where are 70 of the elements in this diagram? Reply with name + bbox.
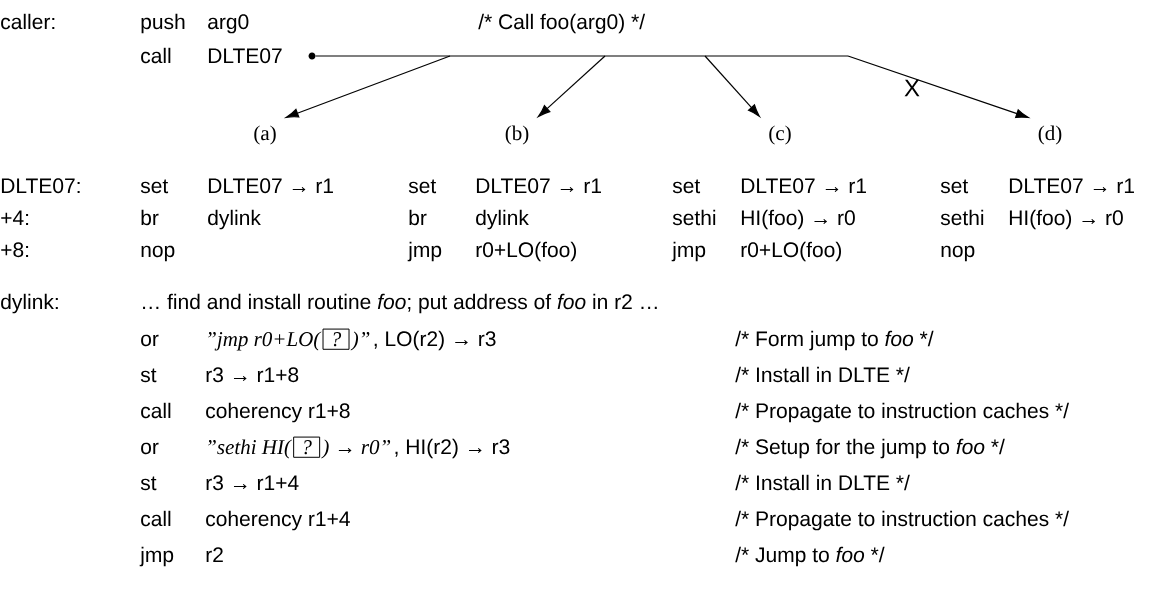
code-text: set (408, 179, 437, 194)
row-label: dylink: (1, 293, 58, 314)
code-text: , HI(r2) → r3 (395, 438, 510, 459)
code-text: set (672, 179, 701, 194)
code-text: DLTE07 → r1 (741, 178, 866, 194)
code-text: ”sethi HI( (208, 439, 293, 459)
case-label: (d) (1038, 125, 1062, 145)
code-text: )” (350, 331, 370, 351)
code-text: call (141, 47, 171, 64)
arrow (537, 55, 606, 117)
code-text: st (140, 368, 157, 383)
code-text: dylink (476, 209, 529, 230)
code-text: or (141, 442, 159, 455)
code-text: or (141, 334, 159, 347)
code-text: DLTE07 (208, 48, 282, 64)
line (315, 55, 849, 57)
code-text: ”jmp r0+LO( (208, 331, 322, 351)
row-label: +4: (1, 210, 29, 225)
arrow (847, 55, 1029, 118)
code-comment: /* Form jump to foo */ (735, 330, 934, 351)
row-label: +8: (1, 242, 29, 258)
code-text: jmp (139, 546, 174, 567)
placeholder-box: ? (322, 328, 350, 350)
code-comment: /* Call foo(arg0) */ (478, 13, 646, 34)
code-text: dylink (208, 209, 261, 230)
code-text: HI(foo) → r0 (1009, 209, 1123, 230)
case-label: (b) (505, 125, 529, 145)
code-text: set (940, 179, 969, 194)
code-text: coherency r1+4 (206, 510, 350, 531)
code-text: r0+LO(foo) (476, 241, 577, 262)
code-text: jmp (407, 241, 442, 262)
code-text: ) → r0” (321, 439, 391, 459)
code-comment: /* Install in DLTE */ (735, 366, 910, 383)
code-text: call (141, 510, 171, 527)
code-text: r3 → r1+4 (206, 475, 299, 491)
code-text: call (141, 402, 171, 419)
code-text: DLTE07 → r1 (208, 178, 333, 194)
edge-label: X (904, 79, 920, 97)
arrow (704, 55, 760, 117)
code-text: , LO(r2) → r3 (374, 330, 496, 351)
case-label: (a) (254, 125, 276, 145)
code-comment: /* Install in DLTE */ (735, 474, 910, 491)
arrow (285, 55, 451, 118)
code-text: DLTE07 → r1 (476, 178, 601, 194)
code-comment: /* Setup for the jump to foo */ (735, 438, 1005, 459)
code-comment: /* Propagate to instruction caches */ (735, 510, 1069, 531)
code-text: coherency r1+8 (206, 402, 350, 423)
code-text: push (141, 13, 185, 34)
placeholder-box: ? (293, 436, 321, 458)
row-label: caller: (1, 13, 55, 30)
code-comment: /* Propagate to instruction caches */ (735, 402, 1069, 423)
code-text: set (140, 179, 169, 194)
code-comment: /* Jump to foo */ (735, 546, 885, 567)
code-text: HI(foo) → r0 (741, 209, 855, 230)
code-text: DLTE07 → r1 (1009, 178, 1134, 194)
code-note: … find and install routine foo; put address of foo in r2 … (143, 293, 657, 314)
code-text: r2 (206, 547, 223, 562)
code-text: sethi (940, 209, 984, 226)
code-text: jmp (671, 241, 706, 262)
code-text: br (409, 209, 427, 226)
code-text: br (141, 209, 159, 226)
code-text: sethi (672, 209, 716, 226)
code-text: nop (941, 245, 975, 262)
code-text: st (140, 476, 157, 491)
case-label: (c) (769, 125, 791, 145)
code-text: r3 → r1+8 (206, 367, 299, 383)
row-label: DLTE07: (1, 178, 80, 194)
code-text: nop (141, 245, 175, 262)
code-text: arg0 (208, 14, 249, 34)
code-text: r0+LO(foo) (741, 241, 841, 262)
